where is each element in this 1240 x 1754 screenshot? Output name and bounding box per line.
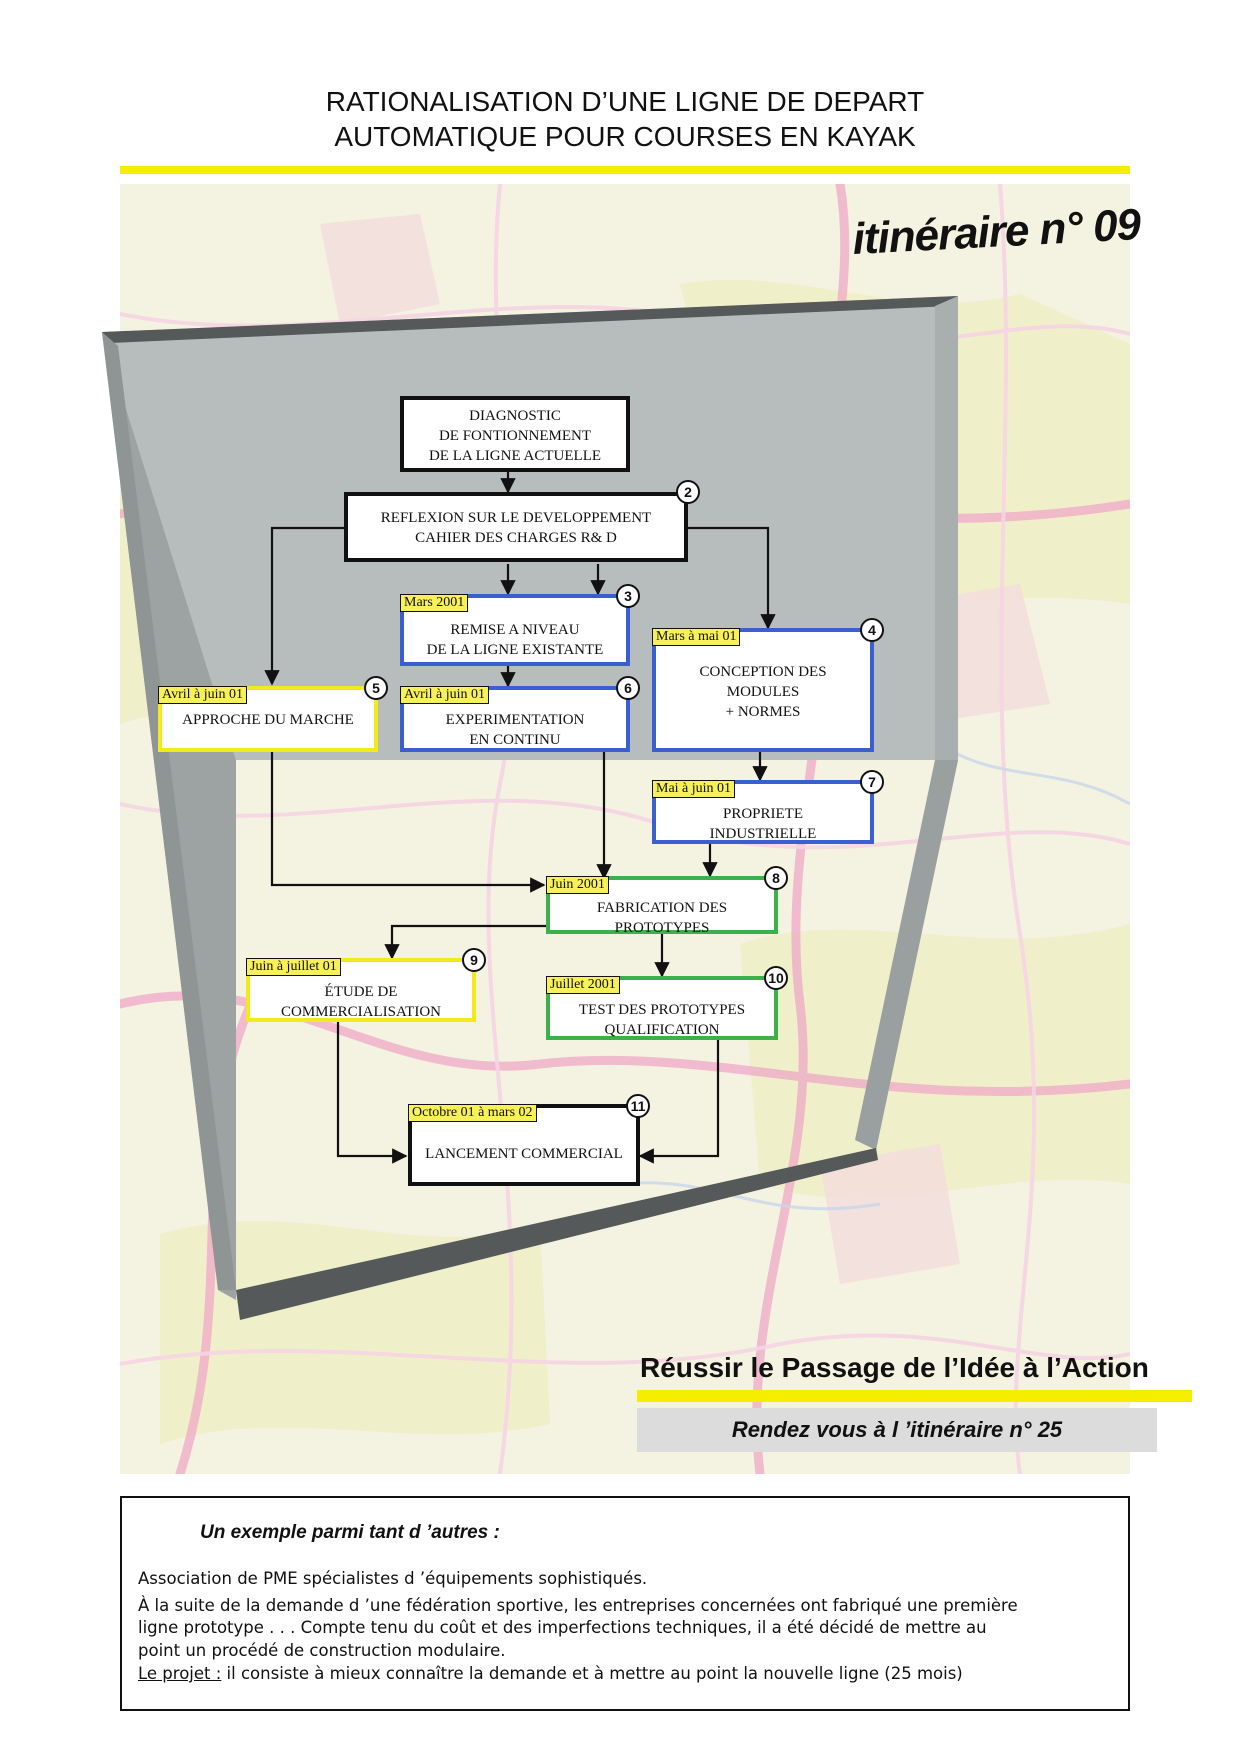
node-8: Juin 2001 FABRICATION DES PROTOTYPES 8 bbox=[546, 866, 788, 936]
slogan: Réussir le Passage de l’Idée à l’Action bbox=[640, 1352, 1149, 1383]
node-3-line-1: REMISE A NIVEAU bbox=[450, 622, 580, 638]
node-9-line-1: ÉTUDE DE bbox=[324, 984, 398, 1000]
edge-2-4 bbox=[686, 526, 776, 630]
node-4-line-1: CONCEPTION DES bbox=[699, 664, 827, 680]
node-10: Juillet 2001 TEST DES PROTOTYPES QUALIFIC… bbox=[546, 966, 788, 1040]
node-6-line-2: EN CONTINU bbox=[469, 732, 561, 748]
node-1-line-3: DE LA LIGNE ACTUELLE bbox=[428, 448, 602, 464]
node-3: Mars 2001 REMISE A NIVEAU DE LA LIGNE EXI… bbox=[400, 584, 640, 666]
node-2: REFLEXION SUR LE DEVELOPPEMENT CAHIER DES… bbox=[344, 480, 700, 562]
node-10-line-2: QUALIFICATION bbox=[604, 1022, 720, 1038]
frame-bottom-edge bbox=[236, 1148, 878, 1320]
document-title: RATIONALISATION D’UNE LIGNE DE DEPART AU… bbox=[120, 84, 1130, 154]
node-2-number: 2 bbox=[676, 480, 700, 504]
node-7-line-1: PROPRIETE bbox=[722, 806, 803, 822]
node-11-date: Octobre 01 à mars 02 bbox=[408, 1104, 537, 1122]
edge-9-11 bbox=[336, 1022, 408, 1164]
node-11-number: 11 bbox=[626, 1094, 650, 1118]
node-5-number: 5 bbox=[364, 676, 388, 700]
node-8-line-1: FABRICATION DES bbox=[596, 900, 728, 916]
edge-10-11 bbox=[638, 1040, 720, 1164]
node-10-line-1: TEST DES PROTOTYPES bbox=[578, 1002, 746, 1018]
node-6: Avril à juin 01 EXPERIMENTATION EN CONTIN… bbox=[400, 676, 640, 752]
frame-left-face bbox=[102, 332, 236, 1290]
node-5: Avril à juin 01 APPROCHE DU MARCHE 5 bbox=[158, 676, 388, 752]
node-4-line-3: + NORMES bbox=[725, 704, 801, 720]
example-paragraph-2-line-2: ligne prototype . . . Compte tenu du coû… bbox=[138, 1618, 987, 1637]
node-7: Mai à juin 01 PROPRIETE INDUSTRIELLE 7 bbox=[652, 770, 884, 844]
node-9-date: Juin à juillet 01 bbox=[246, 958, 341, 976]
node-2-line-1: REFLEXION SUR LE DEVELOPPEMENT bbox=[380, 510, 652, 526]
edge-5-8 bbox=[270, 752, 546, 893]
node-3-date: Mars 2001 bbox=[400, 594, 469, 612]
node-5-date: Avril à juin 01 bbox=[158, 686, 248, 704]
node-6-number: 6 bbox=[616, 676, 640, 700]
node-3-number: 3 bbox=[616, 584, 640, 608]
flow-connectors bbox=[264, 472, 776, 1164]
frame-right-lower bbox=[855, 760, 958, 1150]
node-4-date: Mars à mai 01 bbox=[652, 628, 741, 646]
node-10-number: 10 bbox=[764, 966, 788, 990]
node-4-number: 4 bbox=[860, 618, 884, 642]
example-project: Le projet : il consiste à mieux connaîtr… bbox=[138, 1663, 1114, 1686]
node-9: Juin à juillet 01 ÉTUDE DE COMMERCIALISAT… bbox=[246, 948, 486, 1022]
example-paragraph-2: À la suite de la demande d ’une fédérati… bbox=[138, 1595, 1114, 1663]
node-5-line-1: APPROCHE DU MARCHE bbox=[182, 712, 354, 728]
node-9-line-2: COMMERCIALISATION bbox=[280, 1004, 441, 1020]
node-11: Octobre 01 à mars 02 LANCEMENT COMMERCIA… bbox=[408, 1094, 650, 1186]
edge-8-9 bbox=[384, 924, 546, 960]
node-8-number: 8 bbox=[764, 866, 788, 890]
node-11-line-1: LANCEMENT COMMERCIAL bbox=[425, 1146, 623, 1162]
example-heading: Un exemple parmi tant d ’autres : bbox=[200, 1522, 500, 1543]
itinerary-redirect: Rendez vous à l ’itinéraire n° 25 bbox=[637, 1408, 1157, 1452]
node-8-line-2: PROTOTYPES bbox=[614, 920, 710, 936]
project-text: il consiste à mieux connaître la demande… bbox=[221, 1664, 963, 1683]
node-6-date: Avril à juin 01 bbox=[400, 686, 490, 704]
frame-right-wall bbox=[875, 296, 958, 1150]
node-4-line-2: MODULES bbox=[726, 684, 800, 700]
node-7-date: Mai à juin 01 bbox=[652, 780, 736, 798]
node-2-line-2: CAHIER DES CHARGES R& D bbox=[415, 530, 617, 546]
node-1-line-2: DE FONTIONNEMENT bbox=[438, 428, 592, 444]
node-1-line-1: DIAGNOSTIC bbox=[469, 408, 561, 424]
title-line-2: AUTOMATIQUE POUR COURSES EN KAYAK bbox=[334, 121, 916, 152]
node-7-number: 7 bbox=[860, 770, 884, 794]
title-yellow-rule bbox=[120, 166, 1130, 174]
frame-top-edge bbox=[102, 296, 958, 343]
slogan-yellow-rule bbox=[637, 1390, 1192, 1402]
example-paragraph-2-line-3: point un procédé de construction modulai… bbox=[138, 1640, 506, 1660]
edge-2-5 bbox=[264, 526, 346, 686]
example-paragraph-1: Association de PME spécialistes d ’équip… bbox=[138, 1569, 648, 1588]
node-9-number: 9 bbox=[462, 948, 486, 972]
project-label: Le projet : bbox=[138, 1664, 222, 1683]
node-4: Mars à mai 01 CONCEPTION DES MODULES + NOR… bbox=[652, 618, 884, 752]
node-8-date: Juin 2001 bbox=[546, 876, 609, 894]
example-box: Un exemple parmi tant d ’autres : Associ… bbox=[120, 1496, 1130, 1711]
example-body: Association de PME spécialistes d ’équip… bbox=[138, 1568, 1114, 1687]
node-3-line-2: DE LA LIGNE EXISTANTE bbox=[426, 642, 604, 658]
node-1: DIAGNOSTIC DE FONTIONNEMENT DE LA LIGNE AC… bbox=[400, 396, 630, 472]
example-paragraph-2-line-1: À la suite de la demande d ’une fédérati… bbox=[138, 1595, 1018, 1615]
node-6-line-1: EXPERIMENTATION bbox=[445, 712, 585, 728]
node-10-date: Juillet 2001 bbox=[546, 976, 620, 994]
node-7-line-2: INDUSTRIELLE bbox=[709, 826, 817, 842]
title-line-1: RATIONALISATION D’UNE LIGNE DE DEPART bbox=[325, 86, 925, 117]
